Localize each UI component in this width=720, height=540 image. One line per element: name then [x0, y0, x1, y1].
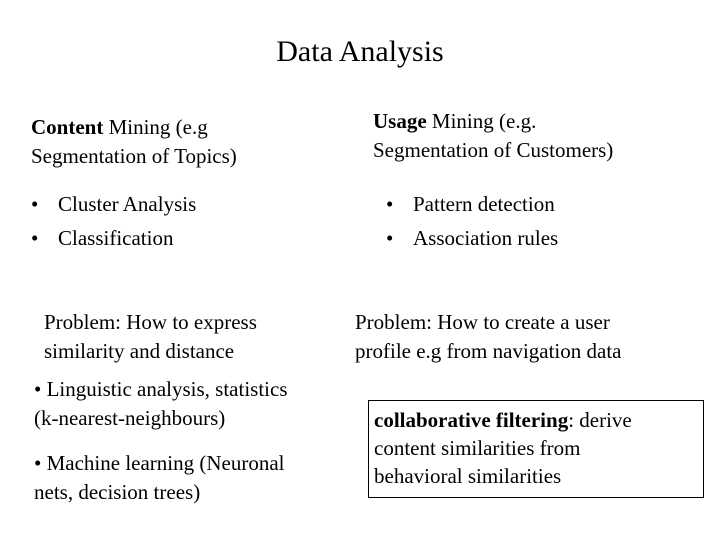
bullet-label: Cluster Analysis [58, 192, 197, 216]
collaborative-filtering-bold: collaborative filtering [374, 408, 569, 432]
collaborative-filtering-box: collaborative filtering: derive content … [368, 400, 704, 498]
bullet-label: Classification [58, 226, 174, 250]
content-mining-line2: Segmentation of Topics) [31, 144, 237, 168]
bullet-icon: • [31, 226, 39, 250]
content-mining-heading: Content Mining (e.g Segmentation of Topi… [31, 113, 237, 171]
note-line1: • Machine learning (Neuronal [34, 451, 285, 475]
collaborative-filtering-rest: : derive [568, 408, 632, 432]
content-mining-rest: Mining (e.g [103, 115, 208, 139]
note-line1: • Linguistic analysis, statistics [34, 377, 288, 401]
box-line3: behavioral similarities [374, 464, 562, 488]
left-problem-line1: Problem: How to express [44, 310, 257, 334]
bullet-icon: • [386, 226, 394, 250]
slide-title: Data Analysis [276, 35, 444, 68]
note-line2: (k-nearest-neighbours) [34, 406, 226, 430]
list-item: • Association rules [386, 221, 558, 255]
bullet-icon: • [386, 192, 394, 216]
list-item: • Cluster Analysis [31, 187, 196, 221]
bullet-icon: • [31, 192, 39, 216]
usage-mining-bold: Usage [373, 109, 427, 133]
left-bullet-list: • Cluster Analysis • Classification [31, 187, 196, 255]
content-mining-bold: Content [31, 115, 104, 139]
note-line2: nets, decision trees) [34, 480, 201, 504]
right-problem-statement: Problem: How to create a user profile e.… [355, 308, 622, 366]
left-note-linguistic: • Linguistic analysis, statistics (k-nea… [34, 375, 288, 433]
list-item: • Classification [31, 221, 196, 255]
right-bullet-list: • Pattern detection • Association rules [386, 187, 558, 255]
left-problem-line2: similarity and distance [44, 339, 235, 363]
left-note-machine-learning: • Machine learning (Neuronal nets, decis… [34, 449, 285, 507]
left-problem-statement: Problem: How to express similarity and d… [44, 308, 257, 366]
usage-mining-rest: Mining (e.g. [426, 109, 537, 133]
box-line2: content similarities from [374, 436, 581, 460]
right-problem-line1: Problem: How to create a user [355, 310, 610, 334]
bullet-label: Pattern detection [413, 192, 555, 216]
list-item: • Pattern detection [386, 187, 558, 221]
bullet-label: Association rules [413, 226, 559, 250]
right-problem-line2: profile e.g from navigation data [355, 339, 622, 363]
usage-mining-line2: Segmentation of Customers) [373, 138, 614, 162]
usage-mining-heading: Usage Mining (e.g. Segmentation of Custo… [373, 107, 613, 165]
